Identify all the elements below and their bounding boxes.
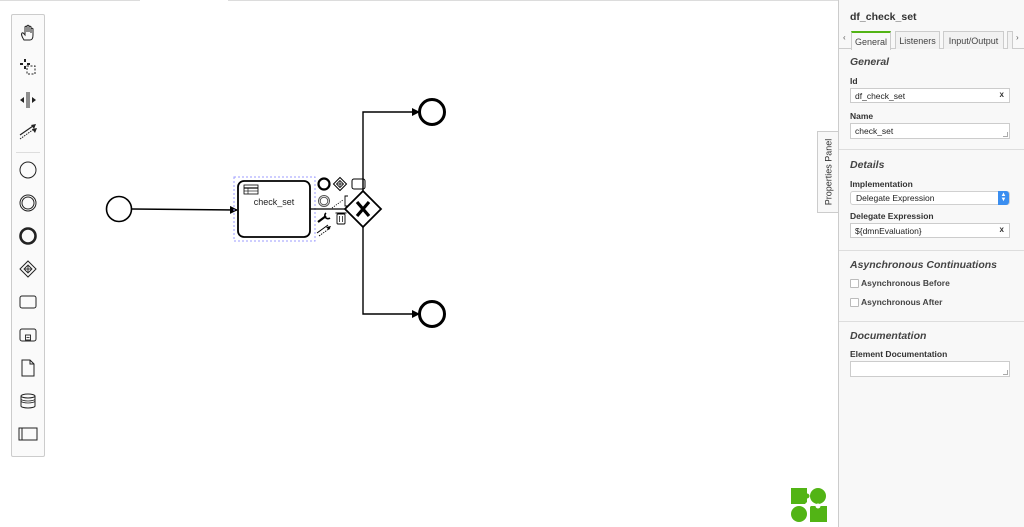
diagram-svg [105, 98, 446, 328]
create-task[interactable] [12, 288, 44, 316]
create-gateway[interactable] [12, 255, 44, 283]
palette [11, 14, 45, 457]
create-data-store[interactable] [12, 387, 44, 415]
delegate-expression-field[interactable]: ${dmnEvaluation} x [850, 223, 1010, 238]
append-task-icon[interactable] [351, 178, 366, 190]
async-before-row[interactable]: Asynchronous Before [850, 278, 950, 288]
hand-icon [21, 24, 34, 41]
sequence-flow[interactable] [131, 205, 238, 214]
lasso-tool[interactable] [12, 53, 44, 81]
context-pad [316, 176, 366, 237]
id-field[interactable]: df_check_set x [850, 88, 1010, 103]
append-intermediate-event-icon[interactable] [318, 195, 330, 207]
resize-handle[interactable] [1003, 132, 1008, 137]
group-title: Documentation [850, 330, 927, 342]
subprocess-icon [19, 328, 37, 342]
name-field[interactable]: check_set [850, 123, 1010, 139]
top-border [0, 0, 140, 1]
async-before-checkbox[interactable] [850, 278, 859, 288]
connect-icon [19, 124, 37, 140]
tab-bar: ‹ General Listeners Input/Output › [839, 30, 1024, 50]
tab-label: Listeners [899, 35, 936, 46]
tab-input-output[interactable]: Input/Output [943, 31, 1004, 49]
group-title: General [850, 56, 890, 68]
create-subprocess[interactable] [12, 321, 44, 349]
space-tool[interactable] [12, 86, 44, 114]
top-border [228, 0, 838, 1]
async-after-checkbox[interactable] [850, 297, 859, 307]
text-annotation-icon[interactable] [331, 195, 348, 209]
data-object-icon [21, 359, 35, 377]
group-details: Details Implementation Delegate Expressi… [839, 150, 1024, 251]
name-label: Name [850, 111, 874, 121]
end-event[interactable] [418, 300, 446, 328]
sequence-flow[interactable] [362, 227, 420, 318]
end-event-icon [19, 227, 37, 245]
id-label: Id [850, 76, 858, 86]
task-icon [19, 295, 37, 309]
properties-panel-toggle-label: Properties Panel [823, 138, 834, 206]
trash-icon[interactable] [335, 212, 347, 225]
business-rule-task[interactable] [237, 180, 311, 238]
gateway-icon [19, 260, 37, 278]
select-arrows-icon: ▲▼ [998, 191, 1009, 205]
group-documentation: Documentation Element Documentation [839, 322, 1024, 384]
diagram-canvas[interactable]: check_set [0, 0, 838, 527]
implementation-label: Implementation [850, 179, 913, 189]
data-store-icon [20, 393, 36, 409]
wrench-icon[interactable] [317, 212, 331, 223]
resize-handle[interactable] [1003, 370, 1008, 375]
hand-tool[interactable] [12, 19, 44, 47]
start-event[interactable] [105, 195, 133, 223]
create-start-event[interactable] [12, 156, 44, 184]
create-end-event[interactable] [12, 222, 44, 250]
async-after-row[interactable]: Asynchronous After [850, 297, 942, 307]
properties-panel: df_check_set ‹ General Listeners Input/O… [838, 0, 1024, 527]
palette-separator [16, 152, 40, 153]
tabs-scroll-right[interactable]: › [1016, 33, 1019, 42]
element-documentation-label: Element Documentation [850, 349, 948, 359]
tab-listeners[interactable]: Listeners [895, 31, 940, 49]
async-after-label: Asynchronous After [861, 297, 943, 307]
tabs-scroll-left[interactable]: ‹ [843, 33, 846, 42]
connect-icon[interactable] [316, 224, 331, 237]
intermediate-event-icon [19, 194, 37, 212]
delegate-expression-label: Delegate Expression [850, 211, 934, 221]
delegate-expression-value: ${dmnEvaluation} [855, 225, 922, 236]
create-pool[interactable] [12, 420, 44, 448]
start-event-icon [19, 161, 37, 179]
implementation-value: Delegate Expression [856, 193, 935, 203]
tab-label: General [854, 36, 888, 47]
global-connect-tool[interactable] [12, 119, 44, 147]
task-label: check_set [253, 197, 295, 207]
element-documentation-field[interactable] [850, 361, 1010, 377]
create-intermediate-event[interactable] [12, 189, 44, 217]
clear-delegate-button[interactable]: x [999, 225, 1004, 234]
lasso-icon [20, 59, 36, 75]
end-event[interactable] [418, 98, 446, 126]
camunda-modeler-logo-icon [791, 488, 827, 522]
group-title: Asynchronous Continuations [850, 259, 997, 271]
implementation-select[interactable]: Delegate Expression ▲▼ [850, 191, 1010, 205]
append-gateway-icon[interactable] [332, 176, 348, 192]
tab-label: Input/Output [948, 35, 999, 46]
panel-title: df_check_set [850, 11, 917, 23]
append-end-event-icon[interactable] [317, 177, 331, 191]
group-general: General Id df_check_set x Name check_set [839, 49, 1024, 150]
async-before-label: Asynchronous Before [861, 278, 950, 288]
tab-overflow[interactable] [1007, 31, 1013, 49]
clear-id-button[interactable]: x [999, 90, 1004, 99]
pool-icon [18, 427, 38, 441]
group-async-continuations: Asynchronous Continuations Asynchronous … [839, 251, 1024, 322]
group-title: Details [850, 159, 885, 171]
table-icon [243, 184, 259, 195]
exclusive-gateway[interactable] [343, 189, 383, 229]
properties-panel-toggle[interactable]: Properties Panel [817, 131, 838, 213]
create-data-object[interactable] [12, 354, 44, 382]
id-value: df_check_set [855, 90, 906, 101]
sequence-flow[interactable] [362, 108, 420, 191]
name-value: check_set [855, 126, 894, 136]
tab-general[interactable]: General [851, 31, 891, 50]
space-icon [20, 92, 36, 108]
